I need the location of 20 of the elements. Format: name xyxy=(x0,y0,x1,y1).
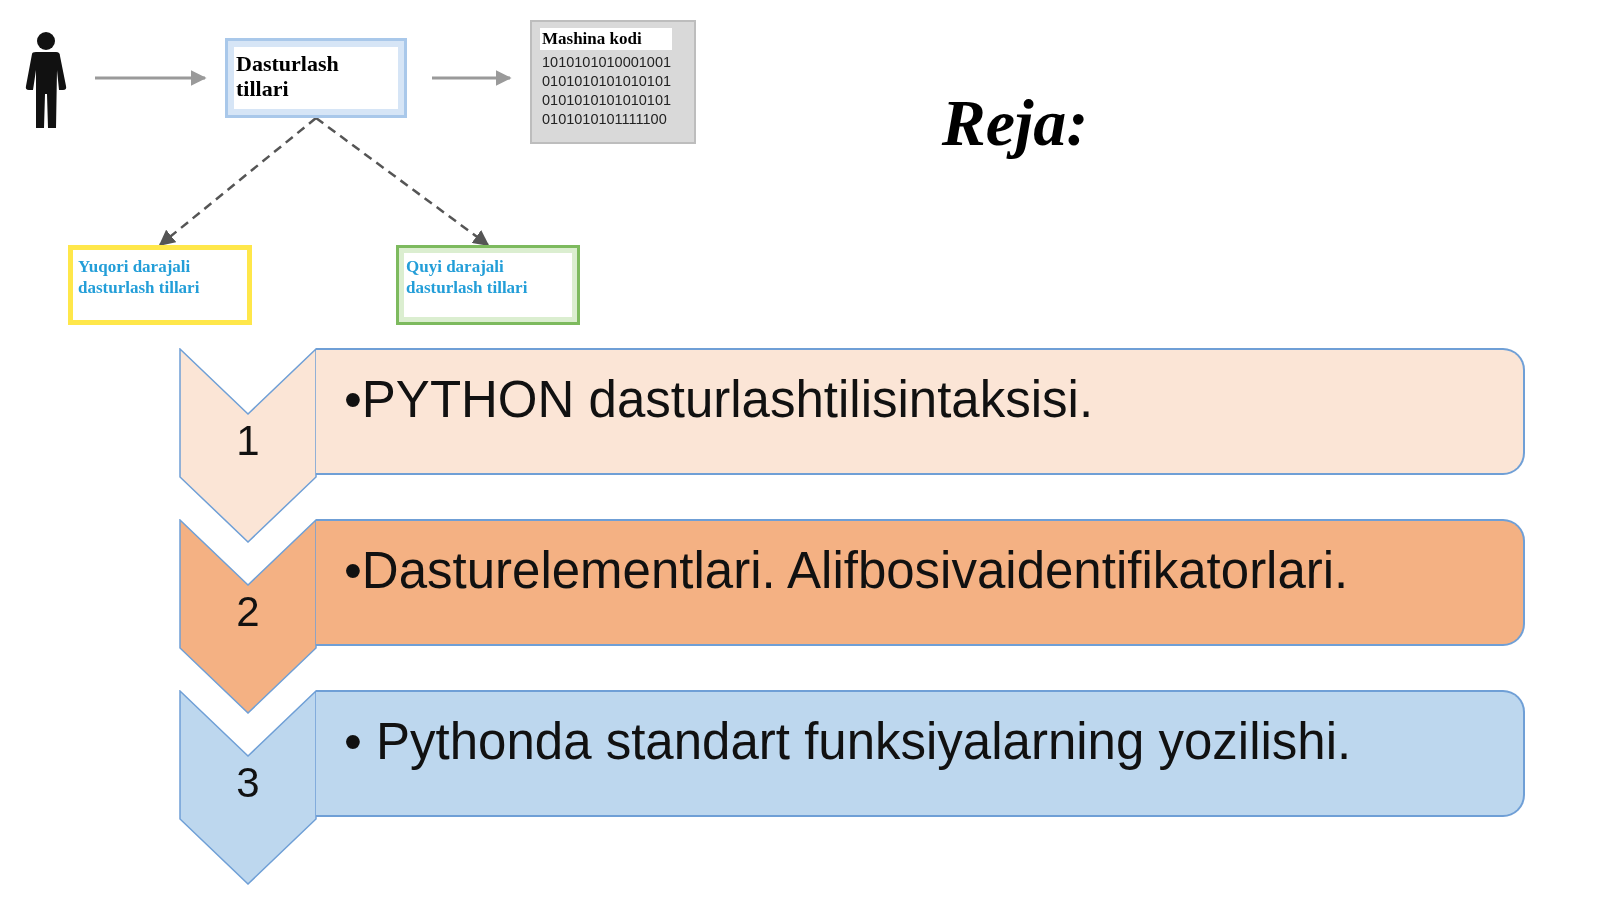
binary-code: 1010101010001001 0101010101010101 0101010101010101 0101010101111100 xyxy=(541,53,673,129)
slide-title: Reja: xyxy=(940,85,1090,161)
list-item-text: •Dasturelementlari. Alifbosivaidentifikatorlari. xyxy=(344,542,1349,599)
dashed-arrow xyxy=(158,117,317,246)
dashed-arrow xyxy=(315,117,490,246)
list-item-text: •PYTHON dasturlashtilisintaksisi. xyxy=(344,371,1094,428)
category-box xyxy=(68,245,252,325)
box-label: Quyi darajali dasturlash tillari xyxy=(406,256,529,298)
step-number: 1 xyxy=(235,416,261,466)
box-label: Dasturlash tillari xyxy=(236,51,340,101)
arrow xyxy=(432,70,512,86)
code-box xyxy=(530,20,696,144)
arrow xyxy=(95,70,207,86)
process-box xyxy=(225,38,407,118)
box-heading: Mashina kodi xyxy=(540,28,672,50)
list-item-text: • Pythonda standart funksiyalarning yozilishi. xyxy=(344,713,1352,770)
category-box xyxy=(396,245,580,325)
step-number: 3 xyxy=(235,758,261,808)
step-number: 2 xyxy=(235,587,261,637)
box-label: Yuqori darajali dasturlash tillari xyxy=(78,256,201,298)
